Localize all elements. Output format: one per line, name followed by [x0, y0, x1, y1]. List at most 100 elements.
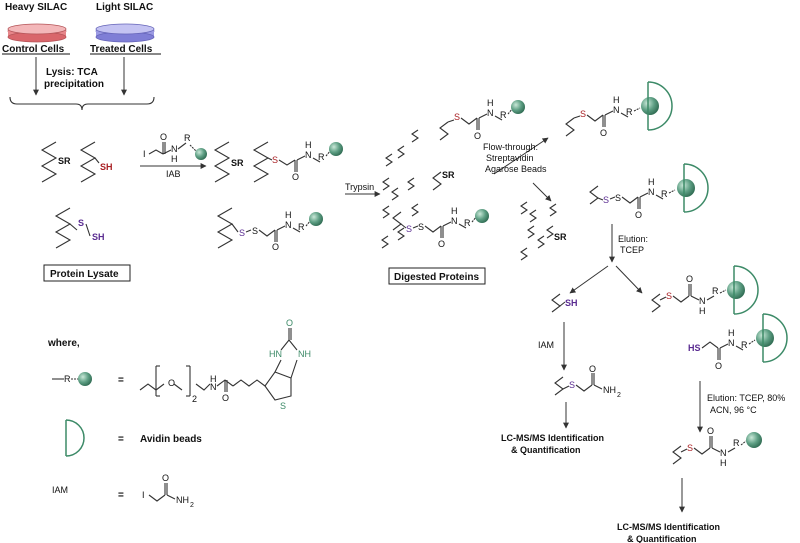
svg-text:N: N: [285, 220, 292, 230]
protein-chain-gray: [213, 141, 231, 183]
biotin-legend: R = O 2 H N O HN NH O S: [52, 318, 311, 411]
svg-text:O: O: [160, 132, 167, 142]
sr-atom: SR: [58, 156, 71, 166]
svg-text:2: 2: [617, 392, 621, 399]
svg-text:H: H: [210, 374, 217, 384]
svg-text:O: O: [162, 473, 169, 483]
svg-text:N: N: [699, 296, 706, 306]
svg-text:I: I: [143, 149, 146, 159]
flow-through-label: Flow-through:: [483, 142, 538, 152]
svg-text:S: S: [239, 228, 245, 238]
avidin-bead-icon: [683, 163, 709, 213]
svg-text:R: R: [500, 110, 507, 120]
avidin-bead-icon: [647, 81, 673, 131]
streptavidin-label: Streptavidin: [486, 153, 534, 163]
svg-text:S: S: [272, 155, 278, 165]
protein-chain-purple: [54, 207, 72, 249]
quantification-label: & Quantification: [627, 534, 697, 543]
svg-text:S: S: [406, 224, 412, 234]
biotin-ball-icon: [677, 179, 695, 197]
svg-text:S: S: [569, 380, 575, 390]
svg-text:H: H: [728, 328, 735, 338]
svg-text:O: O: [222, 393, 229, 403]
svg-text:O: O: [715, 361, 722, 371]
svg-text:N: N: [451, 216, 458, 226]
sh-atom: SH: [92, 232, 105, 242]
svg-text:O: O: [272, 242, 279, 252]
svg-text:S: S: [603, 195, 609, 205]
digested-proteins-box: [388, 267, 486, 285]
tcep-label: TCEP: [620, 245, 644, 255]
protein-chain-red: [79, 141, 97, 183]
svg-text:O: O: [707, 426, 714, 436]
lcms-label: LC-MS/MS Identification: [501, 433, 604, 443]
elution-label: Elution:: [618, 234, 648, 244]
svg-text:R: R: [184, 133, 191, 143]
lysis-label: Lysis: TCA: [46, 67, 98, 78]
svg-text:O: O: [686, 274, 693, 284]
svg-text:R: R: [298, 222, 305, 232]
biotin-ball-icon: [329, 142, 343, 156]
svg-text:=: =: [118, 490, 124, 501]
svg-text:R: R: [661, 189, 668, 199]
svg-text:O: O: [635, 210, 642, 220]
biotin-ball-icon: [309, 212, 323, 226]
svg-text:R: R: [733, 438, 740, 448]
where-label: where,: [47, 338, 80, 349]
svg-text:S: S: [454, 112, 460, 122]
avidin-legend: = Avidin beads: [65, 419, 202, 457]
protein-chain-red: [252, 141, 270, 183]
svg-text:NH: NH: [176, 495, 189, 505]
light-silac-label: Light SILAC: [96, 2, 153, 13]
svg-text:O: O: [589, 364, 596, 374]
biotin-ball-icon: [756, 329, 774, 347]
iab-reagent: I O N H R: [143, 132, 207, 164]
svg-text:H: H: [699, 306, 706, 316]
svg-text:N: N: [210, 382, 217, 392]
svg-text:O: O: [286, 318, 293, 328]
svg-text:H: H: [648, 177, 655, 187]
hs-atom: HS: [688, 343, 701, 353]
svg-text:N: N: [648, 187, 655, 197]
elution2-label: Elution: TCEP, 80%: [707, 393, 785, 403]
svg-text:=: =: [118, 434, 124, 445]
sr-atom: SR: [442, 170, 455, 180]
protein-chain-purple: [216, 207, 234, 249]
petri-dish-icon: [95, 23, 155, 43]
svg-text:N: N: [613, 105, 620, 115]
sr-atom: SR: [231, 158, 244, 168]
svg-text:H: H: [171, 154, 178, 164]
svg-text:S: S: [580, 109, 586, 119]
quantification-label: & Quantification: [511, 445, 581, 455]
biotin-ball-icon: [475, 209, 489, 223]
digested-proteins-label: Digested Proteins: [394, 272, 479, 283]
svg-text:H: H: [720, 458, 727, 468]
svg-text:N: N: [305, 150, 312, 160]
svg-text:R: R: [626, 107, 633, 117]
svg-text:HN: HN: [269, 349, 282, 359]
svg-text:S: S: [687, 443, 693, 453]
svg-text:N: N: [720, 448, 727, 458]
svg-text:I: I: [142, 490, 145, 500]
biotin-ball-icon: [746, 432, 762, 448]
treated-cells-label: Treated Cells: [90, 44, 153, 55]
s-atom: S: [78, 218, 84, 228]
svg-text:N: N: [171, 144, 178, 154]
svg-text:NH: NH: [298, 349, 311, 359]
svg-text:S: S: [418, 222, 424, 232]
heavy-silac-label: Heavy SILAC: [5, 2, 67, 13]
svg-text:R: R: [64, 374, 71, 384]
svg-text:=: =: [118, 375, 124, 386]
flow-through-fragments: SR: [520, 201, 567, 261]
svg-text:H: H: [285, 210, 292, 220]
svg-text:S: S: [252, 226, 258, 236]
sh-atom: SH: [100, 162, 113, 172]
svg-text:N: N: [487, 108, 494, 118]
biotin-ball-icon: [727, 281, 745, 299]
svg-text:S: S: [615, 193, 621, 203]
svg-text:N: N: [728, 338, 735, 348]
merge-brace: [9, 96, 155, 111]
iam-legend: IAM = I O NH 2: [52, 473, 194, 509]
